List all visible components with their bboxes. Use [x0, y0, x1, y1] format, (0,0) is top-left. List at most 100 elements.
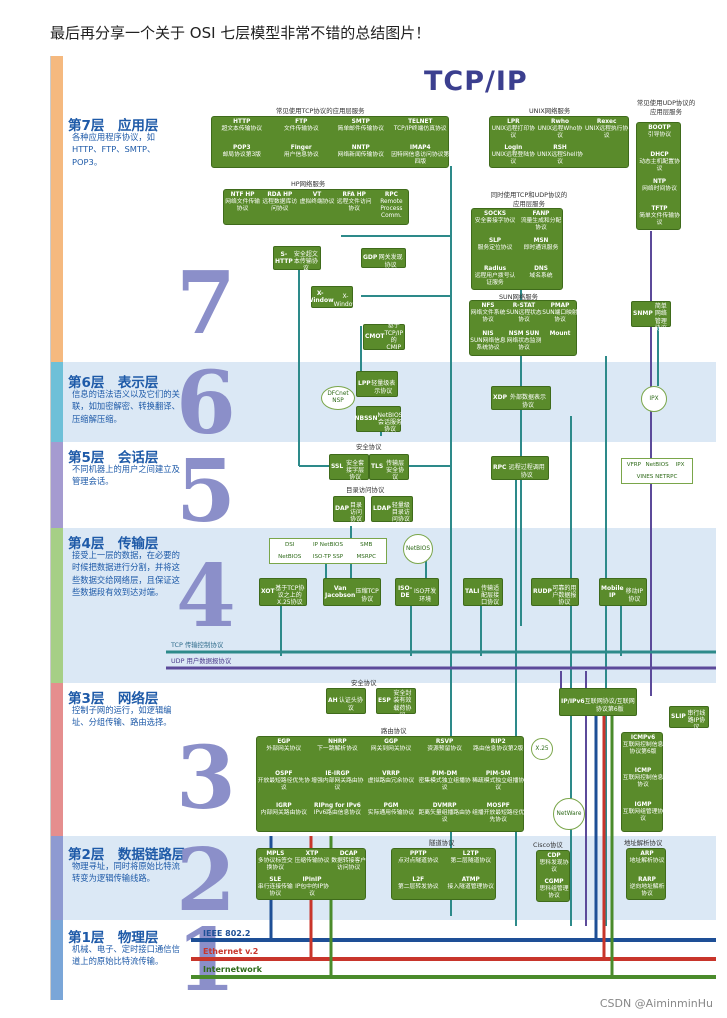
watermark: CSDN @AiminminHu — [599, 997, 713, 1010]
tcp-line-label: TCP 传输控制协议 — [171, 641, 224, 649]
layer5-number: 5 — [176, 441, 236, 542]
hp-label: HP网络服务 — [291, 180, 326, 188]
ieee-label: IEEE 802.2 — [203, 929, 251, 938]
security3-label: 安全协议 — [351, 679, 377, 687]
layer2-desc: 物理寻址，同时将原始比特流转变为逻辑传输线路。 — [72, 861, 180, 884]
vines-family-item: IPX — [675, 462, 685, 468]
layer3-desc: 控制子网的运行，如逻辑编址、分组传输、路由选择。 — [72, 705, 172, 728]
layer6-desc: 信息的语法语义以及它们的关联，如加密解密、转换翻译、压缩解压缩。 — [72, 389, 180, 424]
ipx-circle: IPX — [641, 386, 667, 412]
udp-line-label: UDP 用户数据报协议 — [171, 657, 232, 665]
internetwork-label: Internetwork — [203, 965, 262, 974]
proto-esp-box: ESP安全封装有效载荷协议 — [376, 688, 416, 719]
layer7-number: 7 — [176, 253, 236, 354]
layer7-desc: 各种应用程序协议，如HTTP、FTP、SMTP、POP3。 — [72, 132, 156, 167]
layer3-title: 第3层 网络层 — [68, 691, 159, 707]
netbios-family-item: ISO-TP SSP — [312, 554, 344, 560]
ethernet-label: Ethernet v.2 — [203, 947, 259, 956]
netbios-family-item: SMB — [360, 542, 373, 548]
netware-circle: NetWare — [553, 798, 585, 830]
security5-label: 安全协议 — [356, 443, 382, 451]
netbios-circle: NetBIOS — [403, 534, 433, 564]
proto-snmp-box: SNMP简单网络管理协议 — [631, 301, 671, 332]
layer2-title: 第2层 数据链路层 — [68, 847, 186, 863]
common-tcp-label: 常见使用TCP协议的应用层服务 — [276, 107, 365, 115]
common-udp-label: 常见使用UDP协议的应用层服务 — [636, 99, 696, 116]
x25-circle: X.25 — [531, 738, 553, 760]
vines-family-item: NetBIOS — [645, 462, 669, 468]
netbios-family-item: DSI — [284, 542, 295, 548]
tunnel-label: 隧道协议 — [429, 839, 455, 847]
sun-app-cell: Mount — [549, 331, 571, 337]
layer1-desc: 机械、电子、定时接口通信信道上的原始比特流传输。 — [72, 944, 180, 967]
layer5-title: 第5层 会话层 — [68, 450, 159, 466]
